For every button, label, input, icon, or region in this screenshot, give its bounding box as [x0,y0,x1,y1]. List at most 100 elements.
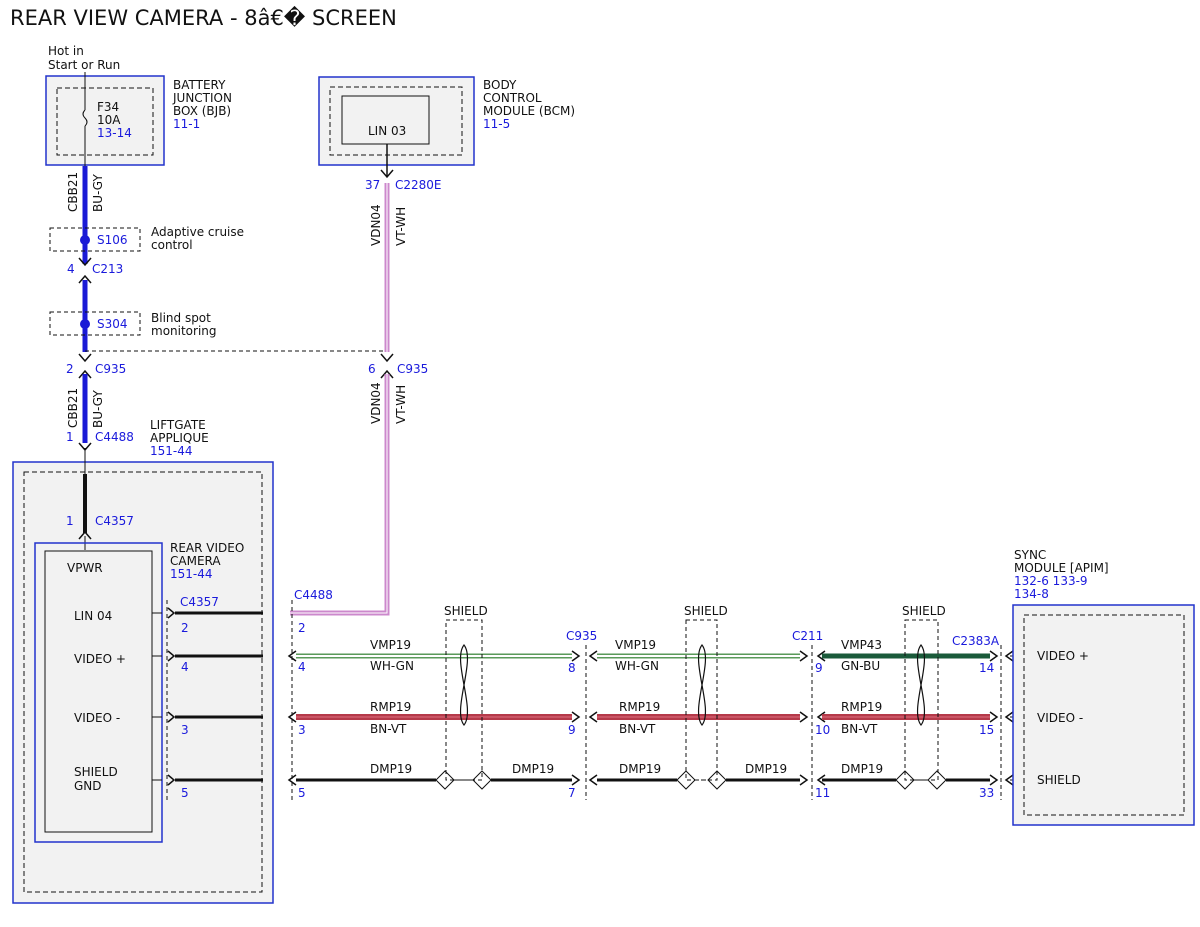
vdn04-circuit-1: VDN04 [369,204,383,246]
bcm-name-1: BODY [483,78,517,92]
c935-row-name: C935 [566,629,597,643]
c935-mid-name: C935 [397,362,428,376]
c4357-pin-video-plus: 4 [181,660,189,674]
rmp19-circuit-3: RMP19 [841,700,882,714]
connector-c935-row: C935 8 9 7 [566,629,597,800]
c4357-top-name: C4357 [95,514,134,528]
shield-3-twist [916,644,926,726]
splice-s304-label-2: monitoring [151,324,217,338]
splice-s304-id: S304 [97,317,128,331]
c4488-top-name: C4488 [95,430,134,444]
c4488-pin-video-plus: 4 [298,660,306,674]
bjb-name-1: BATTERY [173,78,226,92]
vmp19-color-1: WH-GN [370,659,414,673]
connector-c213: 4 C213 [67,257,123,284]
wire-video-minus: RMP19 BN-VT RMP19 BN-VT RMP19 BN-VT [296,700,1025,736]
splice-s304-dot [80,319,90,329]
connector-c4357-row: C4357 2 4 3 5 [166,595,219,800]
connector-c935-upper: 2 C935 6 C935 [66,350,428,379]
sync-name-2: MODULE [APIM] [1014,561,1109,575]
camera-inner-box [44,550,153,833]
bcm-ref: 11-5 [483,117,510,131]
shield-1: SHIELD [444,604,488,781]
sync-ref-1: 132-6 133-9 [1014,574,1088,588]
hot-label-2: Start or Run [48,58,120,72]
rmp19-circuit-2: RMP19 [619,700,660,714]
c2383a-pin-shield: 33 [979,786,994,800]
c4357-pin-shield: 5 [181,786,189,800]
c211-pin-shield: 11 [815,786,830,800]
rmp19-color-2: BN-VT [619,722,656,736]
dmp19-label-2: DMP19 [512,762,554,776]
camera-pin-shield: SHIELD [74,765,118,779]
cbb21-circuit-1: CBB21 [66,172,80,212]
c4488-arrows [287,650,297,786]
liftgate-name-2: APPLIQUE [150,431,209,445]
shield-2-twist [697,644,707,726]
camera-pin-video-minus: VIDEO - [74,711,120,725]
bcm-box [318,76,475,166]
liftgate-ref: 151-44 [150,444,193,458]
c211-row-name: C211 [792,629,823,643]
c4488-row-name: C4488 [294,588,333,602]
sync-name-1: SYNC [1014,548,1046,562]
liftgate-name-1: LIFTGATE [150,418,206,432]
vmp19-color-2: WH-GN [615,659,659,673]
c211-pin-video-plus: 9 [815,661,823,675]
camera-pin-gnd: GND [74,779,102,793]
shield-2-label: SHIELD [684,604,728,618]
wire-cbb21-upper: CBB21 BU-GY [66,166,105,264]
dmp19-label-4: DMP19 [745,762,787,776]
vmp43-circuit: VMP43 [841,638,882,652]
wire-video-plus: VMP19 WH-GN VMP19 WH-GN VMP43 GN-BU [296,638,1025,673]
sync-box [1012,604,1195,826]
c4488-pin-video-minus: 3 [298,723,306,737]
vdn04-circuit-2: VDN04 [369,382,383,424]
camera-pin-video-plus: VIDEO + [74,652,126,666]
body-control-module: LIN 03 BODY CONTROL MODULE (BCM) 11-5 37… [318,76,575,192]
c4488-pin-shield: 5 [298,786,306,800]
diagram-title: REAR VIEW CAMERA - 8â€� SCREEN [10,6,397,30]
dmp19-label-3: DMP19 [619,762,661,776]
camera-stub-wires [152,607,263,786]
liftgate-inner-dash [23,471,263,893]
fuse-amps: 10A [97,113,121,127]
vmp19-circuit-1: VMP19 [370,638,411,652]
splice-s106: S106 Adaptive cruise control [49,225,244,252]
vmp43-color: GN-BU [841,659,880,673]
c935-pin-shield: 7 [568,786,576,800]
shield-3-label: SHIELD [902,604,946,618]
splice-s304: S304 Blind spot monitoring [49,311,217,338]
c4357-row-name: C4357 [180,595,219,609]
cbb21-color-1: BU-GY [91,174,105,212]
bcm-inner-dash [329,86,463,156]
splice-s106-label-1: Adaptive cruise [151,225,244,239]
vmp19-circuit-2: VMP19 [615,638,656,652]
splice-s106-label-2: control [151,238,193,252]
c935-pin-video-minus: 9 [568,723,576,737]
connector-c4488-row: C4488 2 4 3 5 [291,588,333,800]
c935-left-name: C935 [95,362,126,376]
dmp19-label-1: DMP19 [370,762,412,776]
bjb-inner-box [56,87,154,156]
splice-s304-label-1: Blind spot [151,311,211,325]
shield-2: SHIELD [684,604,728,781]
fuse-id: F34 [97,100,119,114]
battery-junction-box: Hot in Start or Run F34 10A 13-14 BATTER… [45,44,232,170]
camera-pin-lin04: LIN 04 [74,609,112,623]
bjb-ref: 11-1 [173,117,200,131]
sync-ref-2: 134-8 [1014,587,1049,601]
wire-vdn04: VDN04 VT-WH VDN04 VT-WH [290,183,408,616]
bjb-name-3: BOX (BJB) [173,104,231,118]
vdn04-color-1: VT-WH [394,207,408,246]
c2383a-pin-video-plus: 14 [979,661,994,675]
c4488-top-pin: 1 [66,430,74,444]
bcm-pin-number: 37 [365,178,380,192]
connector-c2383a-row: C2383A 14 15 33 [952,634,1002,800]
wire-shield-drain: DMP19 DMP19 DMP19 DMP19 DMP19 [296,762,1025,790]
sync-pin-video-minus: VIDEO - [1037,711,1083,725]
sync-inner-dash [1023,614,1185,816]
c211-pin-video-minus: 10 [815,723,830,737]
liftgate-applique: LIFTGATE APPLIQUE 151-44 1 C4357 [12,418,274,904]
rmp19-circuit-1: RMP19 [370,700,411,714]
